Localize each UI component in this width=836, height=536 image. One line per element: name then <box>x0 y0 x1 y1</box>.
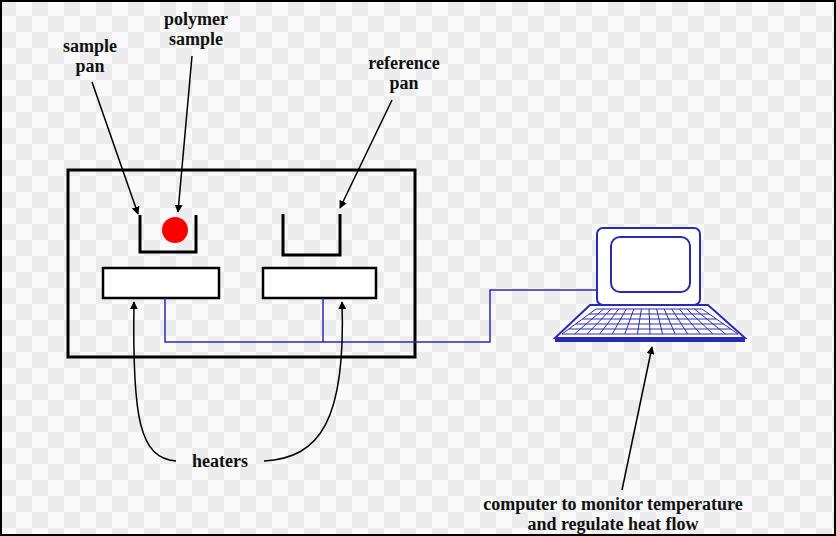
reference-pan <box>283 214 340 255</box>
leader-arrow <box>178 56 192 212</box>
sample-heater <box>103 268 219 298</box>
key-column <box>702 309 738 334</box>
key-column <box>637 309 641 334</box>
part-label: sample pan <box>54 36 127 76</box>
laptop-display <box>611 237 690 292</box>
key-column <box>625 309 634 334</box>
reference-heater <box>263 268 376 298</box>
leader-arrow <box>92 82 138 214</box>
leader-arrow <box>622 347 652 490</box>
leader-arrow <box>264 302 342 461</box>
key-column <box>679 309 700 334</box>
key-column <box>672 309 688 334</box>
sample-pan <box>140 215 196 252</box>
key-column <box>657 309 663 334</box>
laptop-screen <box>597 228 700 305</box>
key-column <box>649 309 650 334</box>
leader-arrow <box>134 302 176 461</box>
part-label: heaters <box>191 451 249 471</box>
key-column <box>612 309 626 334</box>
leader-arrow <box>340 100 392 208</box>
signal-wire <box>322 298 324 342</box>
keyboard-keys <box>562 309 738 334</box>
part-label: reference pan <box>361 53 447 93</box>
instrument-housing <box>68 170 415 357</box>
laptop-keyboard <box>555 305 745 338</box>
laptop-base <box>555 338 745 342</box>
key-column <box>587 309 611 334</box>
signal-wire <box>165 290 597 342</box>
key-column <box>600 309 619 334</box>
key-column <box>664 309 675 334</box>
part-label: computer to monitor temperature and regu… <box>477 494 749 534</box>
polymer-sample <box>162 217 188 243</box>
part-label: polymer sample <box>146 9 246 49</box>
